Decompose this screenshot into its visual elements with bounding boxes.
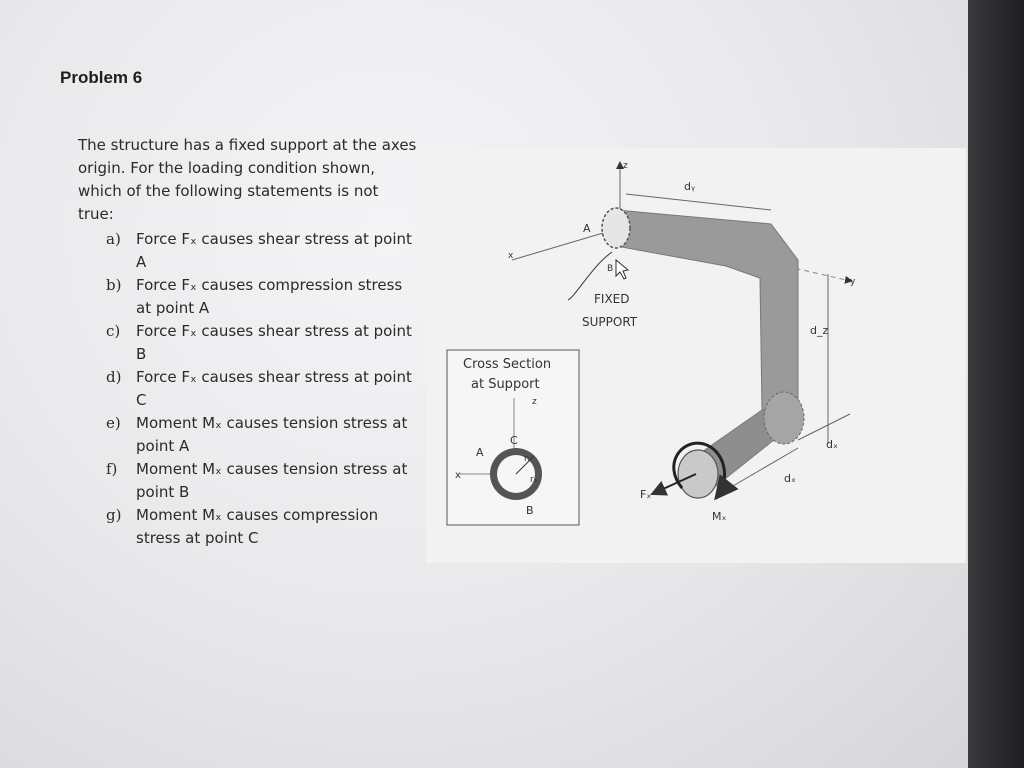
option-letter: a) — [106, 230, 121, 248]
z-axis-label: z — [623, 161, 628, 171]
option-text: Force Fₓ causes shear stress at point C — [136, 368, 412, 409]
option-f: f) Moment Mₓ causes tension stress at poi… — [78, 458, 418, 504]
option-e: e) Moment Mₓ causes tension stress at poi… — [78, 412, 418, 458]
force-fx-arrow — [650, 473, 697, 496]
option-text: Force Fₓ causes shear stress at point A — [136, 230, 412, 271]
dx-lower-label: dₓ — [784, 472, 796, 485]
x-axis — [511, 227, 621, 261]
option-text: Force Fₓ causes compression stress at po… — [136, 276, 403, 317]
y-axis-label: y — [850, 277, 856, 287]
problem-statement: The structure has a fixed support at the… — [78, 134, 418, 550]
force-fx-label: Fₓ — [640, 488, 651, 501]
option-text: Moment Mₓ causes tension stress at point… — [136, 414, 408, 455]
section-point-b-label: B — [526, 504, 534, 517]
option-letter: c) — [106, 322, 121, 340]
option-letter: b) — [106, 276, 122, 294]
dz-label: d_z — [810, 324, 828, 337]
pipe-horizontal-segment — [615, 209, 799, 421]
option-letter: e) — [106, 414, 121, 432]
option-letter: f) — [106, 460, 118, 478]
structure-diagram: z x y A B FIXED SUPPORT dᵧ d_z dₓ dₓ — [446, 161, 856, 526]
option-text: Moment Mₓ causes compression stress at p… — [136, 506, 379, 547]
option-b: b) Force Fₓ causes compression stress at … — [78, 274, 418, 320]
answer-options: a) Force Fₓ causes shear stress at point … — [78, 228, 418, 550]
dy-dimension-line — [625, 193, 772, 211]
problem-intro: The structure has a fixed support at the… — [78, 136, 417, 223]
monitor-bezel — [968, 0, 1024, 768]
mouse-cursor-icon — [615, 258, 630, 280]
section-x-label: x — [455, 470, 461, 481]
option-letter: d) — [106, 368, 122, 386]
problem-title: Problem 6 — [60, 68, 143, 87]
fixed-support-leader — [567, 251, 613, 301]
fixed-end-section — [601, 207, 631, 249]
cross-section-title-2: at Support — [471, 377, 540, 392]
section-point-c-label: C — [510, 434, 518, 447]
dx-upper-dimension-line — [797, 413, 851, 441]
option-c: c) Force Fₓ causes shear stress at point … — [78, 320, 418, 366]
dx-upper-label: dₓ — [826, 438, 838, 451]
option-text: Force Fₓ causes shear stress at point B — [136, 322, 412, 363]
moment-mx-arrow — [672, 441, 739, 501]
structure-figure: z x y A B FIXED SUPPORT dᵧ d_z dₓ dₓ — [426, 148, 966, 563]
dy-label: dᵧ — [684, 180, 695, 193]
free-end-section — [677, 449, 719, 499]
option-g: g) Moment Mₓ causes compression stress at… — [78, 504, 418, 550]
fixed-support-label-1: FIXED — [594, 292, 629, 306]
point-a-label: A — [583, 222, 591, 235]
cross-section-title-1: Cross Section — [463, 357, 551, 372]
section-ri-label: rᵢ — [524, 454, 530, 464]
fixed-support-label-2: SUPPORT — [582, 315, 638, 329]
cross-section-inset: Cross Section at Support z x rᵢ rₒ A C B — [446, 349, 580, 526]
section-point-a-label: A — [476, 446, 484, 459]
option-d: d) Force Fₓ causes shear stress at point … — [78, 366, 418, 412]
moment-mx-label: Mₓ — [712, 510, 726, 523]
option-text: Moment Mₓ causes tension stress at point… — [136, 460, 408, 501]
pipe-bend-section — [763, 391, 805, 445]
point-b-label: B — [607, 264, 613, 274]
option-letter: g) — [106, 506, 122, 524]
option-a: a) Force Fₓ causes shear stress at point … — [78, 228, 418, 274]
ri-line — [515, 455, 535, 475]
section-z-label: z — [532, 397, 537, 407]
x-axis-label: x — [508, 251, 514, 261]
section-ro-label: rₒ — [530, 475, 538, 485]
